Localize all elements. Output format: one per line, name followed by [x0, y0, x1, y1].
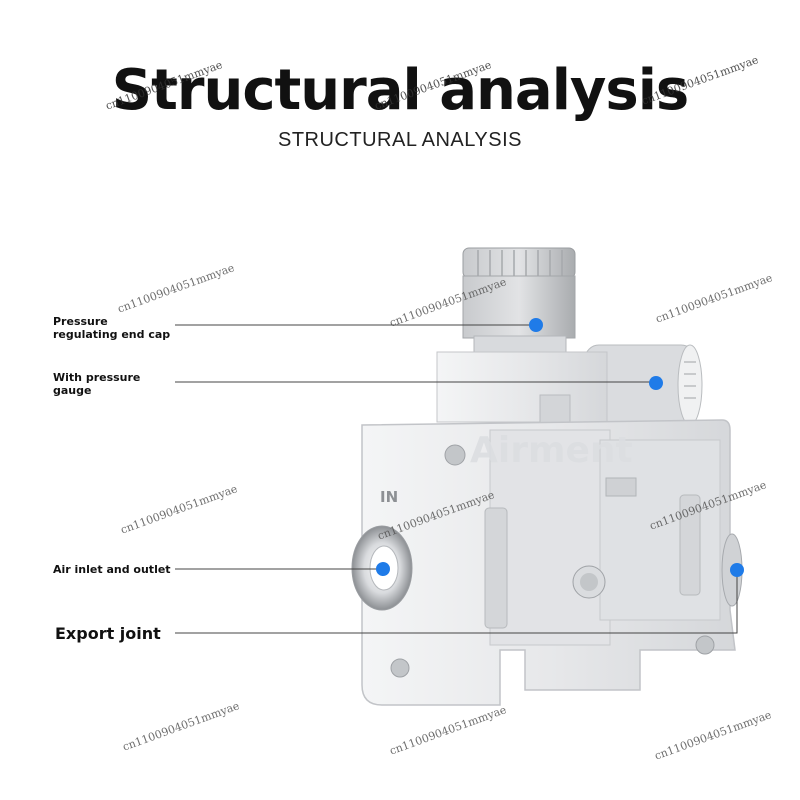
leader-lines	[175, 324, 738, 634]
callout-markers	[376, 318, 744, 577]
marker-gauge	[649, 376, 663, 390]
marker-export	[730, 563, 744, 577]
callout-end-cap-line2: regulating end cap	[53, 328, 171, 341]
marker-end-cap	[529, 318, 543, 332]
callout-gauge-line2: gauge	[53, 384, 92, 397]
callout-air-inlet-line1: Air inlet and outlet	[53, 563, 171, 576]
callout-export-joint-line1: Export joint	[55, 624, 161, 643]
callout-air-inlet: Air inlet and outlet	[53, 563, 171, 576]
port-marking: IN	[380, 488, 398, 506]
upper-block	[436, 351, 608, 423]
valve-body: IN Airment	[361, 419, 736, 706]
page-title: Structural analysis	[111, 58, 690, 123]
marker-inlet	[376, 562, 390, 576]
callout-export-joint: Export joint	[55, 624, 161, 644]
callout-end-cap-line1: Pressure	[53, 315, 108, 328]
callout-end-cap: Pressure regulating end cap	[53, 315, 170, 341]
brand-emboss: Airment	[470, 430, 633, 471]
page-subtitle: STRUCTURAL ANALYSIS	[277, 129, 522, 151]
upper-slot	[539, 394, 571, 426]
regulating-end-cap	[462, 247, 576, 355]
callout-gauge-line1: With pressure	[53, 371, 141, 384]
callout-gauge: With pressure gauge	[53, 371, 140, 397]
